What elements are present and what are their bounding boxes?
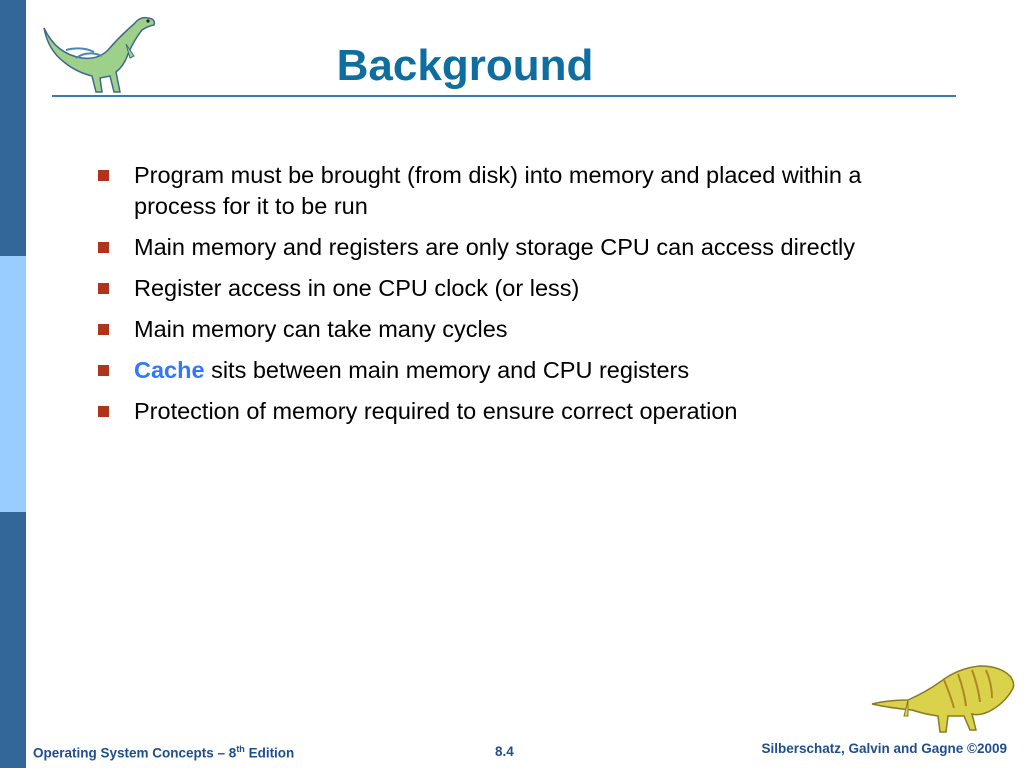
bullet-keyword: Cache [134,357,205,383]
left-accent-bar [0,0,26,768]
bullet-item: Register access in one CPU clock (or les… [96,273,876,304]
bullet-item: Protection of memory required to ensure … [96,396,876,427]
bullet-item: Cache sits between main memory and CPU r… [96,355,876,386]
slide-title: Background [336,41,594,90]
bullet-text: Main memory can take many cycles [134,316,508,342]
bullet-text: sits between main memory and CPU registe… [204,357,690,383]
square-bullet-icon [98,365,109,376]
footer-left-prefix: Operating System Concepts – 8 [33,745,237,761]
square-bullet-icon [98,170,109,181]
bullet-item: Program must be brought (from disk) into… [96,160,876,222]
footer-book-title: Operating System Concepts – 8th Edition [33,744,294,761]
bullet-item: Main memory and registers are only stora… [96,232,876,263]
square-bullet-icon [98,406,109,417]
dinosaur-icon [871,665,1015,733]
bullet-text: Main memory and registers are only stora… [134,234,855,260]
bullet-text: Register access in one CPU clock (or les… [134,275,580,301]
left-bar-bottom-segment [0,512,26,768]
bullet-text: Protection of memory required to ensure … [134,398,738,424]
square-bullet-icon [98,242,109,253]
left-bar-middle-segment [0,256,26,512]
dinosaur-icon [43,16,156,93]
footer-page-number: 8.4 [495,744,514,759]
footer-left-superscript: th [236,744,245,754]
bullet-text: Program must be brought (from disk) into… [134,162,862,219]
left-bar-top-segment [0,0,26,256]
bullet-list: Program must be brought (from disk) into… [96,160,876,437]
bullet-item: Main memory can take many cycles [96,314,876,345]
footer-copyright: Silberschatz, Galvin and Gagne ©2009 [761,741,1007,756]
square-bullet-icon [98,324,109,335]
square-bullet-icon [98,283,109,294]
title-divider [52,95,956,97]
footer-left-suffix: Edition [244,745,295,761]
